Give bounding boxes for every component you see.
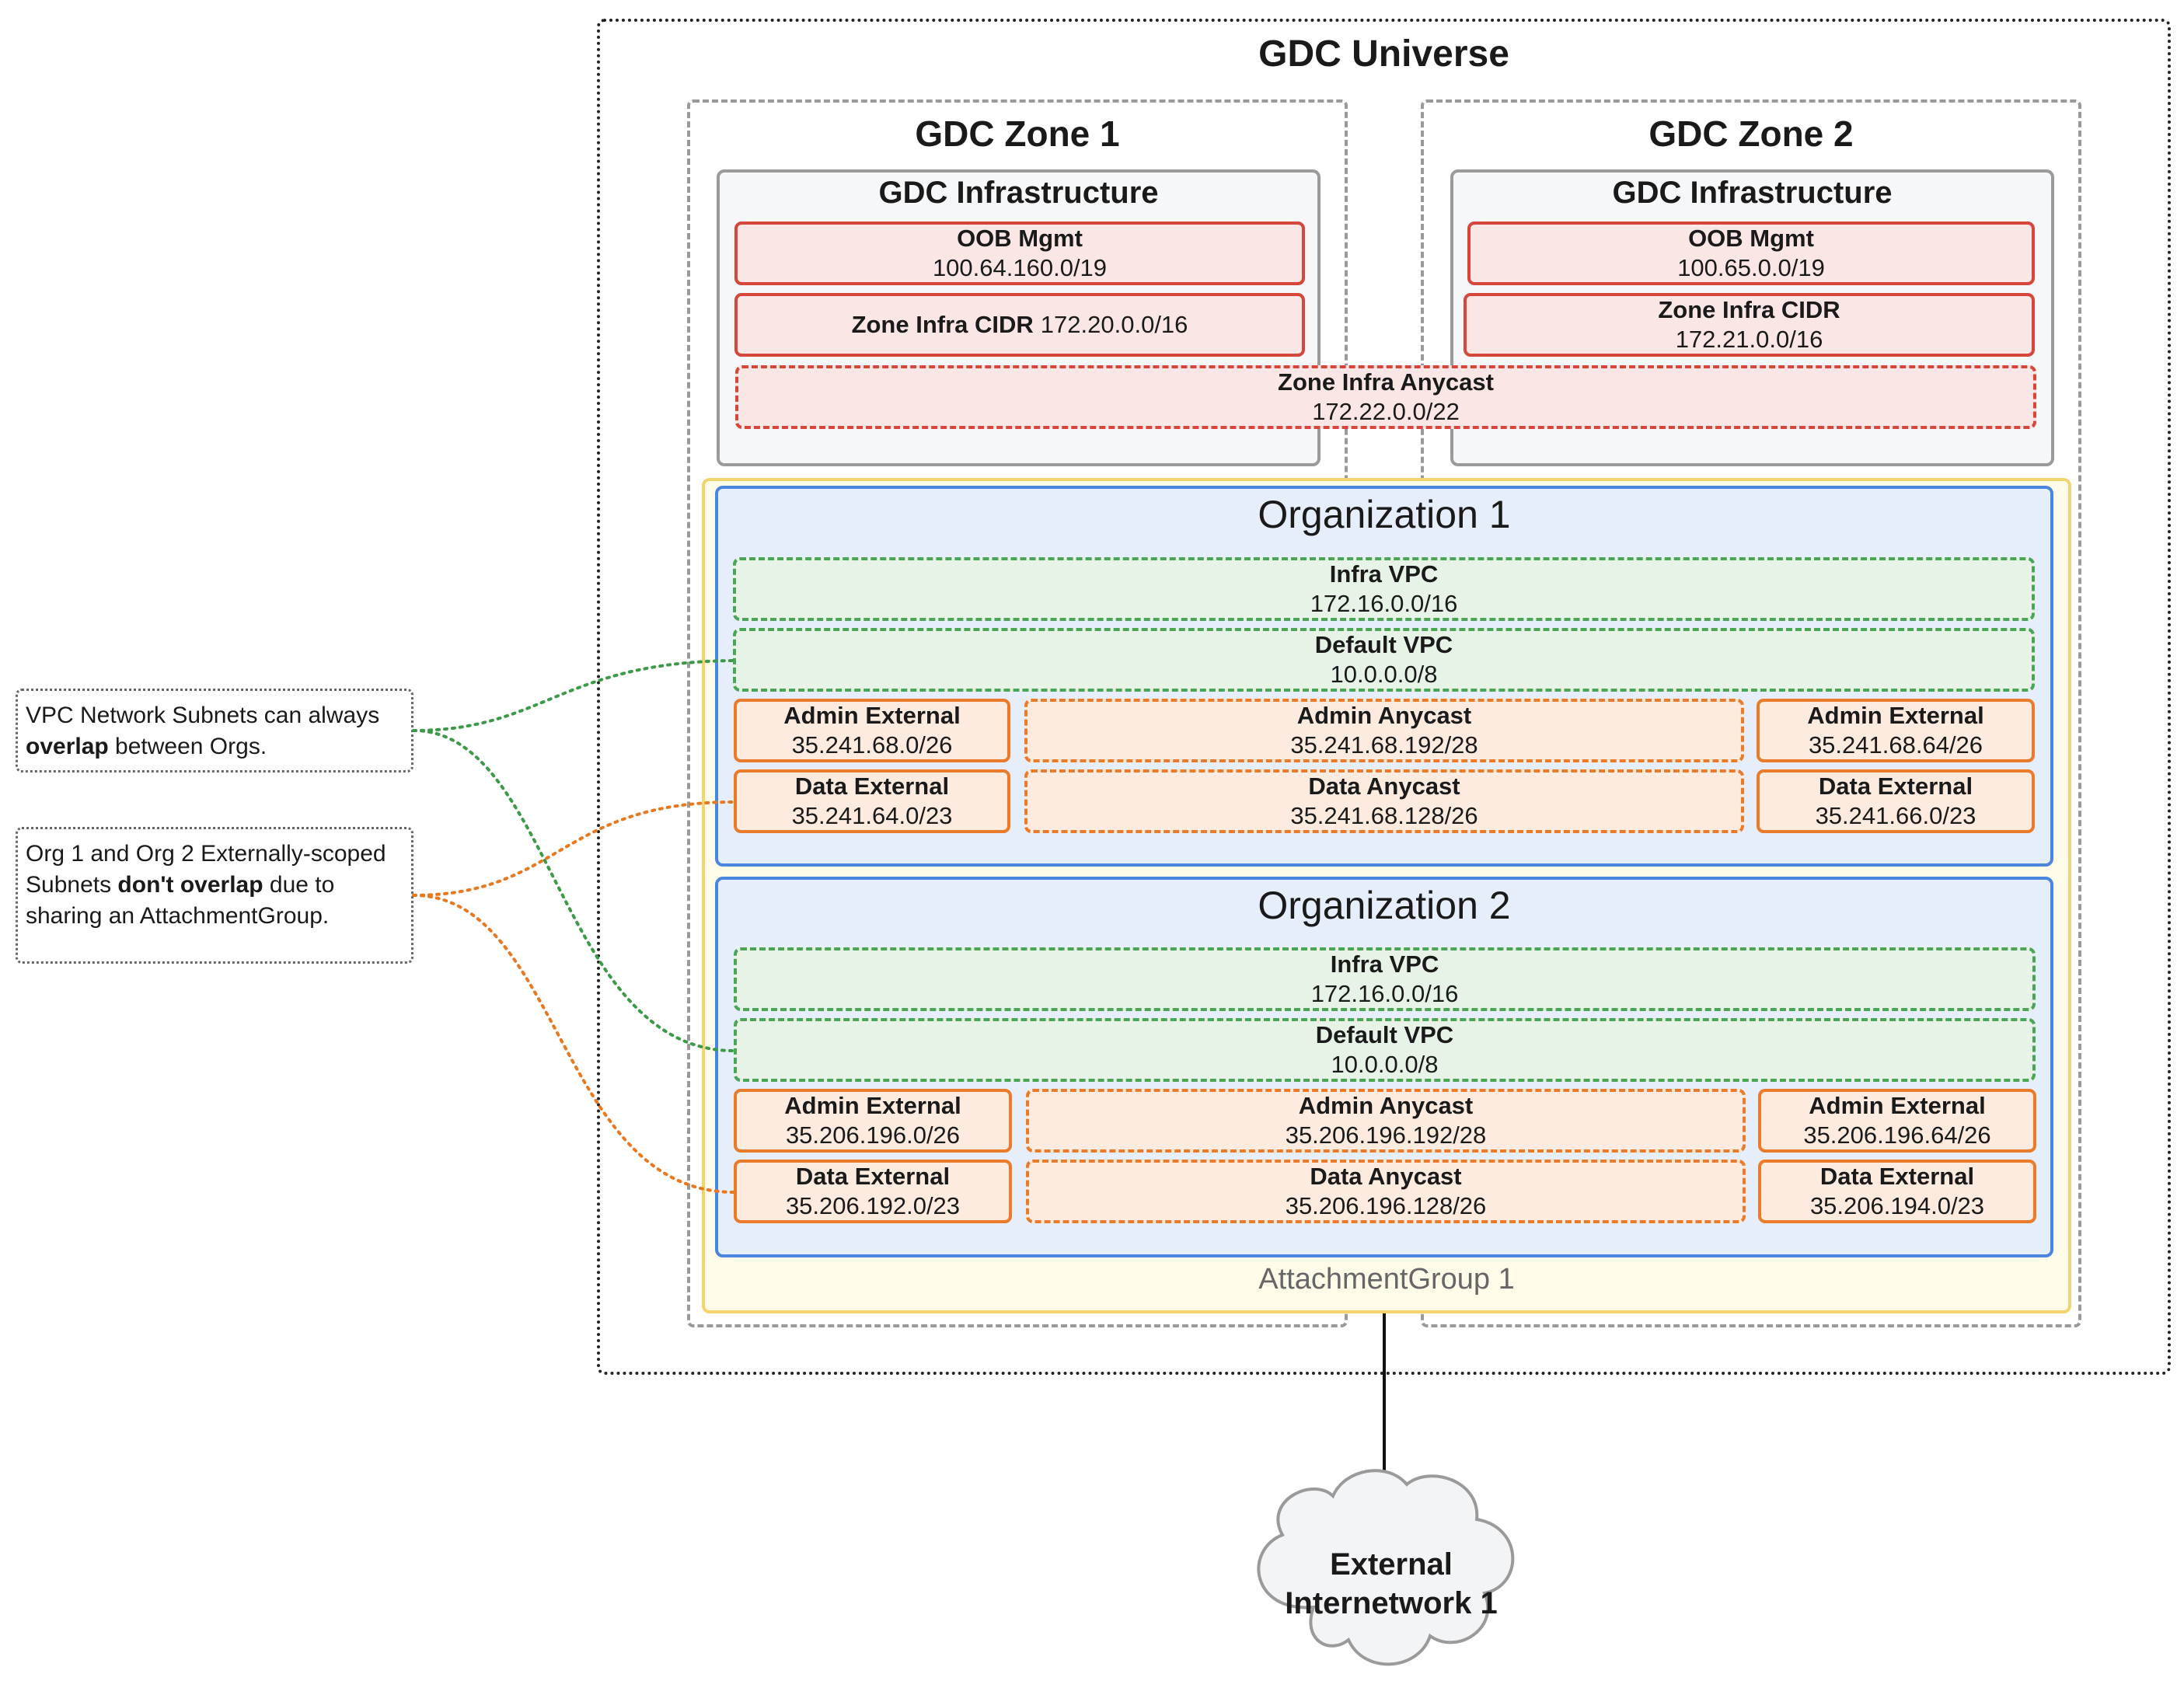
admin-external-label: Admin External bbox=[1807, 702, 1984, 729]
zone-infra-anycast: Zone Infra Anycast 172.22.0.0/22 bbox=[735, 365, 2036, 429]
data-external-label: Data External bbox=[794, 773, 950, 800]
infra-vpc-label: Infra VPC bbox=[1330, 950, 1439, 978]
org-1-admin-external-2: Admin External 35.241.68.64/26 bbox=[1757, 699, 2035, 762]
org-1-admin-anycast: Admin Anycast 35.241.68.192/28 bbox=[1024, 699, 1744, 762]
org-1-data-external-2: Data External 35.241.66.0/23 bbox=[1757, 769, 2035, 833]
data-external-cidr: 35.241.66.0/23 bbox=[1815, 802, 1976, 829]
org-1-infra-vpc: Infra VPC 172.16.0.0/16 bbox=[733, 557, 2035, 621]
oob-mgmt-label: OOB Mgmt bbox=[957, 225, 1083, 252]
zone-infra-anycast-cidr: 172.22.0.0/22 bbox=[1312, 398, 1460, 425]
note-text: Org 1 and Org 2 Externally-scoped Subnet… bbox=[26, 841, 386, 898]
data-external-label: Data External bbox=[1818, 773, 1973, 800]
org-2-data-external-2: Data External 35.206.194.0/23 bbox=[1758, 1160, 2036, 1223]
data-anycast-cidr: 35.241.68.128/26 bbox=[1290, 802, 1478, 829]
zone-1-zone-infra-cidr: Zone Infra CIDR 172.20.0.0/16 bbox=[734, 293, 1305, 357]
org-1-admin-external-1: Admin External 35.241.68.0/26 bbox=[734, 699, 1010, 762]
data-external-cidr: 35.206.194.0/23 bbox=[1809, 1192, 1985, 1219]
zone-1-title: GDC Zone 1 bbox=[915, 113, 1120, 154]
data-external-cidr: 35.206.192.0/23 bbox=[785, 1192, 961, 1219]
org-2-data-external-1: Data External 35.206.192.0/23 bbox=[734, 1160, 1012, 1223]
infra-vpc-cidr: 172.16.0.0/16 bbox=[1310, 980, 1459, 1007]
external-internetwork-line1: External bbox=[1330, 1547, 1453, 1582]
connector-orange-to-org2-data-external bbox=[412, 894, 735, 1194]
default-vpc-cidr: 10.0.0.0/8 bbox=[1330, 661, 1438, 688]
org-2-admin-anycast: Admin Anycast 35.206.196.192/28 bbox=[1026, 1089, 1746, 1153]
cloud-icon bbox=[1257, 1469, 1515, 1666]
zone-2-oob-mgmt: OOB Mgmt 100.65.0.0/19 bbox=[1467, 221, 2035, 285]
oob-mgmt-cidr: 100.64.160.0/19 bbox=[932, 254, 1108, 281]
zone-2-infra-title: GDC Infrastructure bbox=[1612, 176, 1893, 210]
connector-green-to-org2-default-vpc bbox=[412, 729, 735, 1052]
note-emphasis: don't overlap bbox=[117, 872, 263, 898]
data-external-cidr: 35.241.64.0/23 bbox=[791, 802, 953, 829]
org-2-data-anycast: Data Anycast 35.206.196.128/26 bbox=[1026, 1160, 1746, 1223]
external-internetwork-label: External Internetwork 1 bbox=[1244, 1545, 1539, 1623]
admin-external-cidr: 35.241.68.0/26 bbox=[791, 731, 953, 759]
default-vpc-label: Default VPC bbox=[1315, 1021, 1454, 1048]
connector-orange-to-org1-data-external bbox=[412, 800, 735, 897]
zone-1-oob-mgmt: OOB Mgmt 100.64.160.0/19 bbox=[734, 221, 1305, 285]
admin-anycast-label: Admin Anycast bbox=[1296, 702, 1472, 729]
oob-mgmt-cidr: 100.65.0.0/19 bbox=[1677, 254, 1825, 281]
data-external-label: Data External bbox=[1819, 1163, 1975, 1190]
zone-2-title: GDC Zone 2 bbox=[1648, 113, 1854, 154]
admin-external-label: Admin External bbox=[784, 1092, 961, 1119]
default-vpc-cidr: 10.0.0.0/8 bbox=[1331, 1051, 1439, 1078]
universe-title: GDC Universe bbox=[1258, 33, 1509, 75]
org-2-default-vpc: Default VPC 10.0.0.0/8 bbox=[734, 1018, 2036, 1082]
zone-infra-cidr-value: 172.20.0.0/16 bbox=[1040, 311, 1188, 338]
zone-infra-cidr-value: 172.21.0.0/16 bbox=[1675, 326, 1823, 353]
attachment-group-label: AttachmentGroup 1 bbox=[1258, 1263, 1515, 1296]
admin-anycast-cidr: 35.241.68.192/28 bbox=[1290, 731, 1478, 759]
org-1-data-anycast: Data Anycast 35.241.68.128/26 bbox=[1024, 769, 1744, 833]
org-2-admin-external-2: Admin External 35.206.196.64/26 bbox=[1758, 1089, 2036, 1153]
data-anycast-label: Data Anycast bbox=[1310, 1163, 1462, 1190]
admin-external-cidr: 35.206.196.0/26 bbox=[785, 1121, 961, 1149]
zone-infra-anycast-label: Zone Infra Anycast bbox=[1278, 368, 1494, 396]
organization-2-title: Organization 2 bbox=[1258, 884, 1511, 927]
org-1-data-external-1: Data External 35.241.64.0/23 bbox=[734, 769, 1010, 833]
default-vpc-label: Default VPC bbox=[1314, 631, 1453, 658]
data-external-label: Data External bbox=[795, 1163, 951, 1190]
zone-2-zone-infra-cidr: Zone Infra CIDR 172.21.0.0/16 bbox=[1464, 293, 2035, 357]
zone-1-infra-title: GDC Infrastructure bbox=[878, 176, 1159, 210]
data-anycast-cidr: 35.206.196.128/26 bbox=[1285, 1192, 1487, 1219]
org-2-infra-vpc: Infra VPC 172.16.0.0/16 bbox=[734, 947, 2036, 1011]
admin-external-cidr: 35.241.68.64/26 bbox=[1808, 731, 1983, 759]
note-emphasis: overlap bbox=[26, 734, 109, 759]
connector-green-to-org1-default-vpc bbox=[412, 659, 735, 732]
org-2-admin-external-1: Admin External 35.206.196.0/26 bbox=[734, 1089, 1012, 1153]
organization-1-title: Organization 1 bbox=[1258, 493, 1511, 536]
admin-external-label: Admin External bbox=[783, 702, 961, 729]
admin-external-label: Admin External bbox=[1809, 1092, 1986, 1119]
external-internetwork-line2: Internetwork 1 bbox=[1285, 1586, 1498, 1620]
note-text: between Orgs. bbox=[108, 734, 267, 759]
org-1-default-vpc: Default VPC 10.0.0.0/8 bbox=[733, 628, 2035, 692]
infra-vpc-label: Infra VPC bbox=[1329, 560, 1439, 588]
data-anycast-label: Data Anycast bbox=[1308, 773, 1460, 800]
zone-infra-cidr-label: Zone Infra CIDR bbox=[851, 311, 1034, 338]
note-text: VPC Network Subnets can always bbox=[26, 703, 380, 728]
admin-anycast-label: Admin Anycast bbox=[1298, 1092, 1474, 1119]
note-text: due to sharing an AttachmentGroup. bbox=[26, 872, 335, 929]
zone-infra-cidr-label: Zone Infra CIDR bbox=[1658, 296, 1840, 323]
oob-mgmt-label: OOB Mgmt bbox=[1688, 225, 1814, 252]
admin-external-cidr: 35.206.196.64/26 bbox=[1803, 1121, 1991, 1149]
infra-vpc-cidr: 172.16.0.0/16 bbox=[1310, 590, 1458, 617]
note-vpc-overlap: VPC Network Subnets can always overlap b… bbox=[16, 689, 413, 773]
admin-anycast-cidr: 35.206.196.192/28 bbox=[1285, 1121, 1487, 1149]
